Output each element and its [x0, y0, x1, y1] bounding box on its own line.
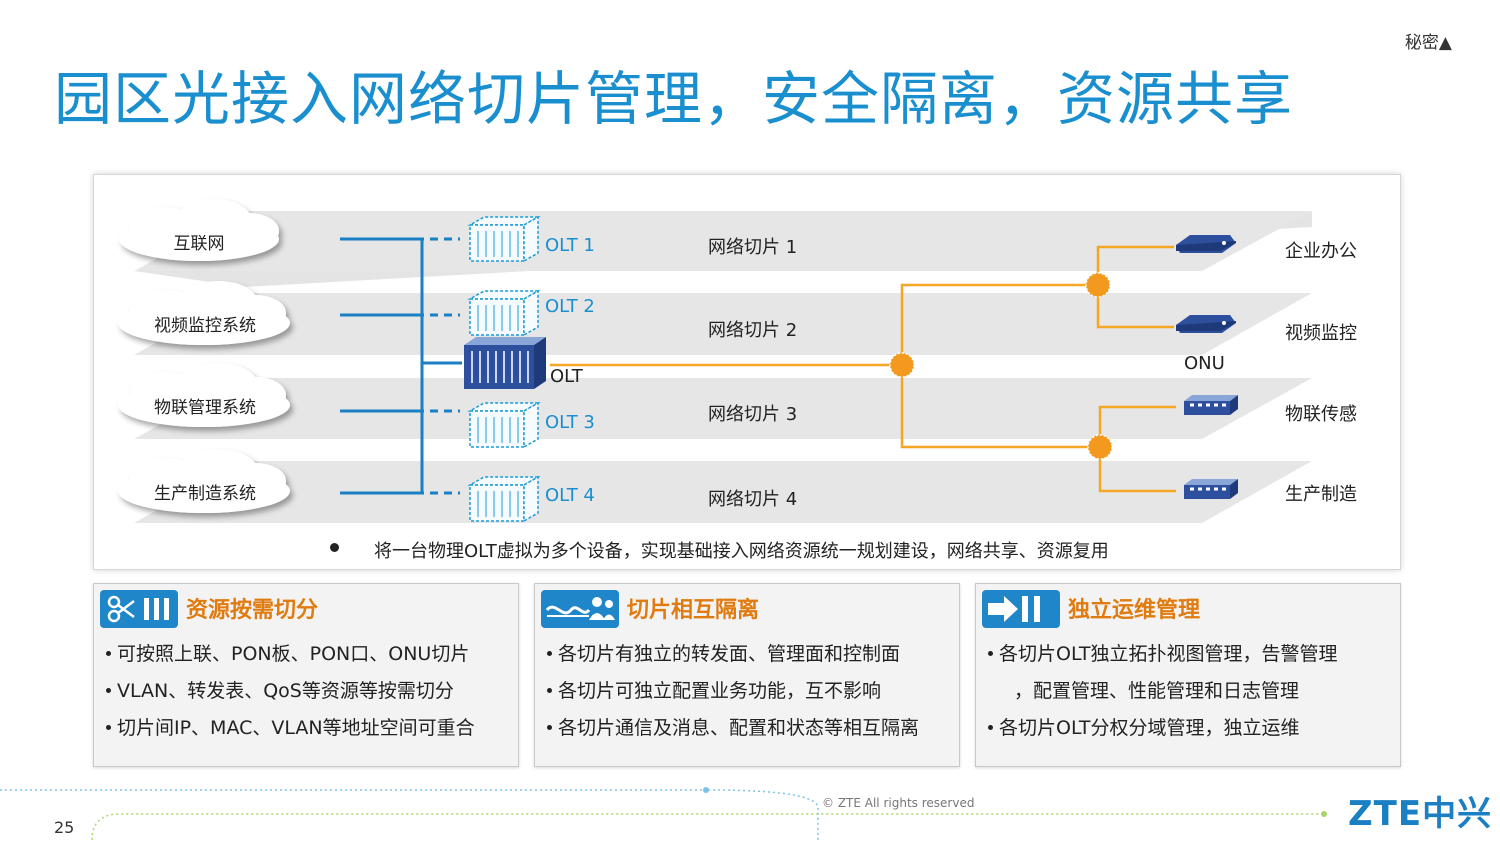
- splitter-main: [889, 352, 915, 378]
- panel-slice-isolation: 切片相互隔离 各切片有独立的转发面、管理面和控制面 各切片可独立配置业务功能，互…: [534, 583, 960, 767]
- list-item: 可按照上联、PON板、PON口、ONU切片: [102, 636, 475, 673]
- panel-title: 资源按需切分: [186, 598, 319, 623]
- cloud-3: [118, 363, 290, 427]
- scissors-bars-icon: [100, 590, 178, 628]
- slice-band-1-body: [134, 211, 1312, 271]
- splitter-upper: [1085, 272, 1111, 298]
- physical-olt-device: [464, 337, 546, 389]
- zte-logo: ZTE中兴: [1348, 794, 1493, 834]
- virtual-olt-4: [467, 475, 541, 523]
- onu-router-1: [1176, 235, 1236, 253]
- list-item: 各切片OLT分权分域管理，独立运维: [984, 710, 1338, 747]
- cloud-label-video: 视频监控系统: [154, 316, 256, 336]
- page-title: 园区光接入网络切片管理，安全隔离，资源共享: [54, 65, 1294, 133]
- virtual-olt-slots: [477, 231, 519, 517]
- panel-resource-slicing: 资源按需切分 可按照上联、PON板、PON口、ONU切片 VLAN、转发表、Qo…: [93, 583, 519, 767]
- cloud-label-internet: 互联网: [173, 234, 225, 254]
- splitter-nodes: [889, 272, 1113, 460]
- summary-bullet: [330, 543, 339, 552]
- cloud-1: [119, 199, 279, 261]
- slice-1-label: 网络切片 1: [708, 237, 798, 258]
- panel-list: 各切片OLT独立拓扑视图管理，告警管理 ，配置管理、性能管理和日志管理 各切片O…: [984, 636, 1338, 747]
- network-slicing-diagram: 互联网 视频监控系统 物联管理系统 生产制造系统 OLT 1 OLT 2 OLT…: [93, 174, 1401, 570]
- cloud-4: [118, 449, 290, 513]
- panel-title: 切片相互隔离: [627, 598, 760, 623]
- virtual-olt-1: [467, 215, 541, 263]
- olt-2-label: OLT 2: [545, 296, 595, 317]
- page-number: 25: [54, 818, 75, 837]
- slice-2-label: 网络切片 2: [708, 320, 798, 341]
- olt-3-label: OLT 3: [545, 412, 595, 433]
- virtual-olt-boxes: [467, 215, 541, 523]
- onu-label: ONU: [1184, 353, 1225, 374]
- cloud-label-iot: 物联管理系统: [154, 398, 256, 418]
- diagram-graphics: [118, 199, 1312, 523]
- panel-title: 独立运维管理: [1068, 598, 1201, 623]
- slice-band-2: [134, 293, 1312, 355]
- isolation-people-icon: [541, 590, 619, 628]
- slice-band-3: [134, 378, 1312, 439]
- slice-3-label: 网络切片 3: [708, 404, 798, 425]
- panel-independent-ops: 独立运维管理 各切片OLT独立拓扑视图管理，告警管理 ，配置管理、性能管理和日志…: [975, 583, 1401, 767]
- endpoint-iot: 物联传感: [1285, 404, 1357, 425]
- olt-1-label: OLT 1: [545, 235, 595, 256]
- list-item: 各切片OLT独立拓扑视图管理，告警管理: [984, 636, 1338, 673]
- onu-router-2: [1176, 315, 1236, 333]
- panel-list: 各切片有独立的转发面、管理面和控制面 各切片可独立配置业务功能，互不影响 各切片…: [543, 636, 919, 747]
- uplink-lines: [340, 237, 462, 495]
- list-item: 各切片通信及消息、配置和状态等相互隔离: [543, 710, 919, 747]
- diagram-summary: 将一台物理OLT虚拟为多个设备，实现基础接入网络资源统一规划建设，网络共享、资源…: [374, 541, 1109, 562]
- endpoint-video: 视频监控: [1285, 323, 1357, 344]
- copyright-text: © ZTE All rights reserved: [822, 796, 975, 810]
- slice-4-label: 网络切片 4: [708, 489, 798, 510]
- cloud-shapes: [118, 199, 290, 513]
- access-lines: [550, 245, 1176, 493]
- physical-olt-label: OLT: [550, 366, 583, 387]
- list-item: VLAN、转发表、QoS等资源等按需切分: [102, 673, 475, 710]
- list-item: 各切片有独立的转发面、管理面和控制面: [543, 636, 919, 673]
- list-item: ，配置管理、性能管理和日志管理: [1014, 680, 1300, 702]
- cloud-label-production: 生产制造系统: [154, 484, 256, 504]
- cloud-2: [118, 281, 290, 345]
- slice-band-4: [134, 461, 1312, 523]
- virtual-olt-3: [467, 401, 541, 449]
- olt-4-label: OLT 4: [545, 485, 595, 506]
- arrow-bars-icon: [982, 590, 1060, 628]
- splitter-lower: [1087, 434, 1113, 460]
- list-item: 各切片可独立配置业务功能，互不影响: [543, 673, 919, 710]
- onu-switch-1: [1184, 395, 1238, 415]
- endpoint-office: 企业办公: [1285, 241, 1357, 262]
- endpoint-production: 生产制造: [1285, 484, 1357, 505]
- confidential-label: 秘密▲: [1404, 33, 1452, 53]
- onu-devices: [1176, 235, 1238, 499]
- onu-switch-2: [1184, 479, 1238, 499]
- virtual-olt-2: [467, 289, 541, 337]
- list-item: 切片间IP、MAC、VLAN等地址空间可重合: [102, 710, 475, 747]
- panel-list: 可按照上联、PON板、PON口、ONU切片 VLAN、转发表、QoS等资源等按需…: [102, 636, 475, 747]
- footer-decoration: [0, 787, 1327, 841]
